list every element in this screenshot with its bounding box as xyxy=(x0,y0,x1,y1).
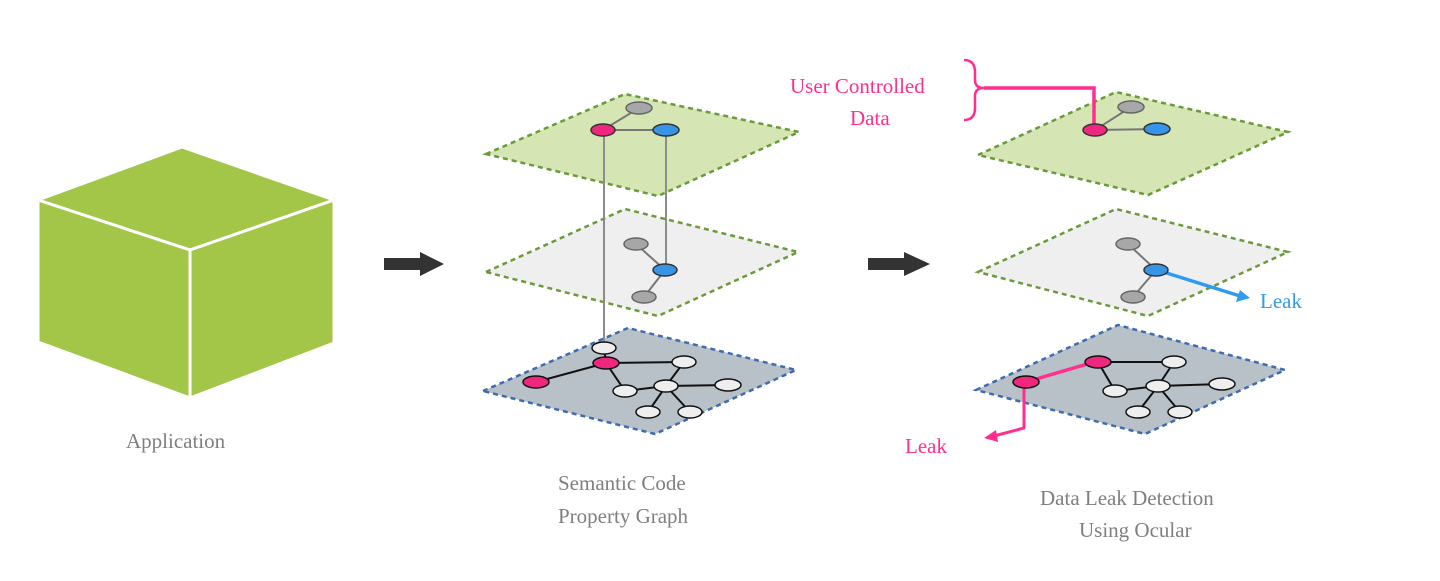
scpg-bottom-layer xyxy=(479,326,800,436)
user-controlled-label-line1: User Controlled xyxy=(790,74,925,98)
leak-arrowhead-icon xyxy=(984,430,998,442)
graph-node xyxy=(677,405,703,419)
graph-node xyxy=(1115,237,1141,251)
detect-top-layer xyxy=(974,90,1292,197)
graph-node xyxy=(591,341,617,355)
curly-brace-icon xyxy=(963,58,985,122)
detection-layer-stack xyxy=(963,58,1292,442)
leak-arrowhead-icon xyxy=(1236,290,1250,302)
leak-label-blue: Leak xyxy=(1260,289,1302,313)
detect-middle-layer xyxy=(974,207,1292,318)
graph-node xyxy=(625,101,653,115)
graph-node xyxy=(652,123,680,137)
user-controlled-label-line2: Data xyxy=(850,106,890,130)
user-data-flow-path xyxy=(984,86,1096,130)
scpg-label-line1: Semantic Code xyxy=(558,471,686,495)
leak-label-pink: Leak xyxy=(905,434,947,458)
graph-node xyxy=(1161,355,1187,369)
graph-node xyxy=(592,356,620,370)
graph-node xyxy=(1120,290,1146,304)
graph-node xyxy=(1143,122,1171,136)
graph-node xyxy=(612,384,638,398)
detect-bottom-layer xyxy=(972,323,1289,436)
graph-node xyxy=(1012,375,1040,389)
graph-node xyxy=(1082,123,1108,137)
arrow-right-icon xyxy=(868,252,930,276)
scpg-top-layer xyxy=(482,92,803,198)
graph-node xyxy=(1143,263,1169,277)
graph-node xyxy=(1167,405,1193,419)
application-cube-icon xyxy=(33,145,339,401)
graph-node xyxy=(1084,355,1112,369)
graph-node xyxy=(652,263,678,277)
graph-node xyxy=(653,379,679,393)
detection-label-line1: Data Leak Detection xyxy=(1040,486,1214,510)
scpg-layer-stack xyxy=(479,92,803,436)
graph-node xyxy=(590,123,616,137)
graph-node xyxy=(635,405,661,419)
graph-node xyxy=(1125,405,1151,419)
graph-node xyxy=(1145,379,1171,393)
graph-node xyxy=(1208,377,1236,391)
application-label: Application xyxy=(126,429,226,453)
graph-node xyxy=(671,355,697,369)
detection-label-line2: Using Ocular xyxy=(1079,518,1192,542)
graph-node xyxy=(1117,100,1145,114)
graph-node xyxy=(1102,384,1128,398)
graph-node xyxy=(522,375,550,389)
arrow-right-icon xyxy=(384,252,444,276)
scpg-middle-layer xyxy=(482,207,802,318)
scpg-label-line2: Property Graph xyxy=(558,504,689,528)
graph-node xyxy=(631,290,657,304)
graph-node xyxy=(623,237,649,251)
graph-node xyxy=(714,378,742,392)
